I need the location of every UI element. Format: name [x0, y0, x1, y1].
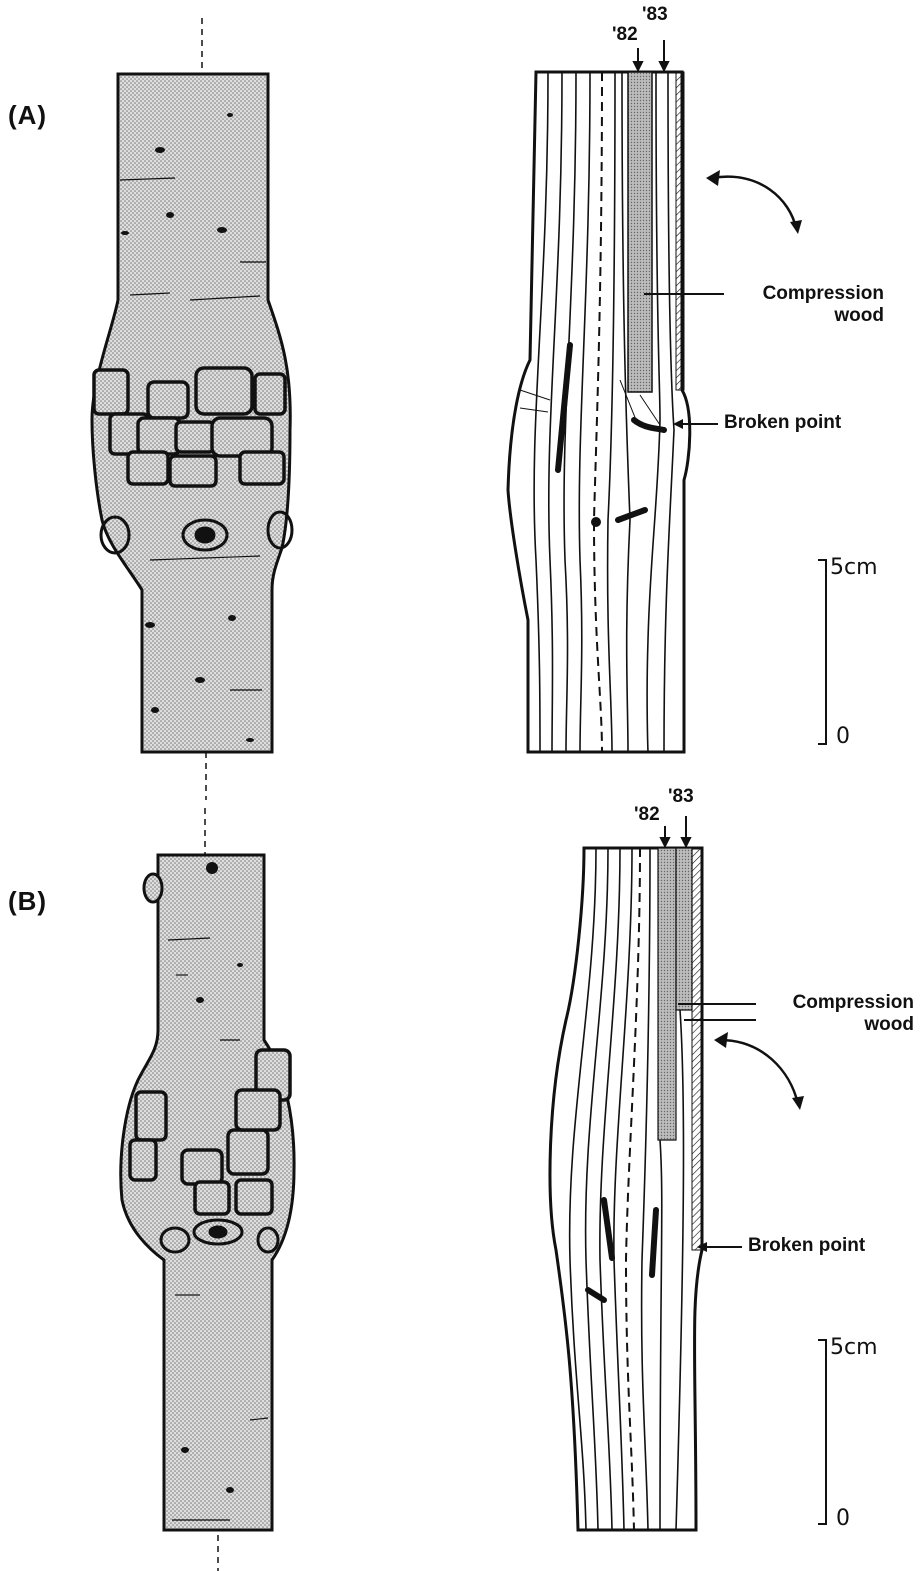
stem-exterior-a [92, 18, 292, 800]
stem-section-b [550, 816, 826, 1530]
broken-point-label-b: Broken point [748, 1235, 865, 1257]
scale-bar-b [818, 1340, 826, 1524]
panel-label-b: (B) [8, 886, 47, 917]
scale-top-label-b: 5cm [830, 1335, 878, 1360]
panel-label-a: (A) [8, 100, 47, 131]
scale-bottom-label-b: 0 [836, 1506, 850, 1531]
compression-wood-line1-b: Compression [758, 992, 914, 1014]
year-arrows-a [634, 40, 668, 70]
compression-wood-line2-b: wood [758, 1014, 914, 1036]
bark-hatch-b [692, 848, 702, 1250]
year-label-earlier-a: '82 [612, 24, 638, 46]
broken-point-label-a: Broken point [724, 412, 841, 434]
compression-wood-label-a: Compression wood [728, 283, 884, 327]
compression-wood-label-b: Compression wood [758, 992, 914, 1036]
year-label-later-a: '83 [642, 4, 668, 26]
year-label-later-b: '83 [668, 786, 694, 808]
compression-wood-band-a [628, 72, 652, 392]
scale-bar-a [818, 560, 826, 744]
stem-exterior-b [121, 808, 294, 1571]
bending-arrow-b [720, 1040, 798, 1104]
year-label-earlier-b: '82 [634, 804, 660, 826]
year-arrows-b [661, 816, 690, 846]
bending-arrow-a [712, 177, 796, 228]
scale-bottom-label-a: 0 [836, 724, 850, 749]
compression-wood-band-b [658, 848, 676, 1140]
compression-wood-line1-a: Compression [728, 283, 884, 305]
bark-hatch-a [676, 72, 684, 390]
scale-top-label-a: 5cm [830, 555, 878, 580]
compression-wood-line2-a: wood [728, 305, 884, 327]
stem-section-a [508, 40, 826, 752]
